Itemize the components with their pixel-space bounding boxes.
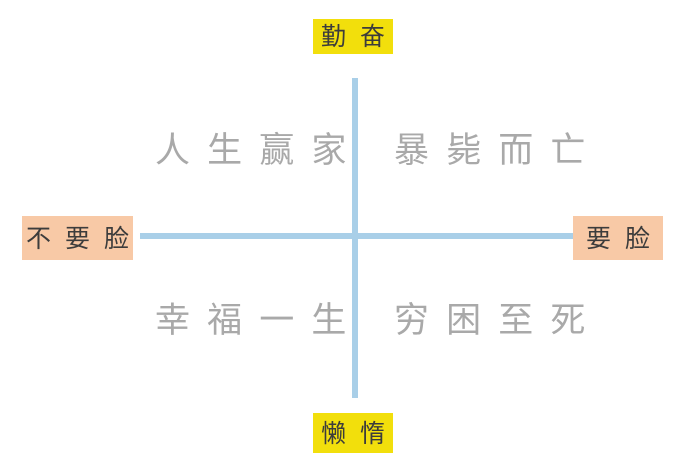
axis-label-horizontal-right: 要 脸 — [573, 216, 663, 260]
quadrant-label-bottom-right: 穷 困 至 死 — [394, 301, 589, 341]
quadrant-label-bottom-left: 幸 福 一 生 — [155, 301, 350, 341]
axis-label-horizontal-left: 不 要 脸 — [22, 216, 133, 260]
axis-label-vertical-bottom: 懒 惰 — [313, 413, 393, 453]
axis-label-vertical-top: 勤 奋 — [313, 19, 393, 54]
quadrant-label-top-right: 暴 毙 而 亡 — [394, 131, 589, 171]
quadrant-label-top-left: 人 生 赢 家 — [155, 131, 350, 171]
horizontal-axis-line — [140, 233, 573, 239]
